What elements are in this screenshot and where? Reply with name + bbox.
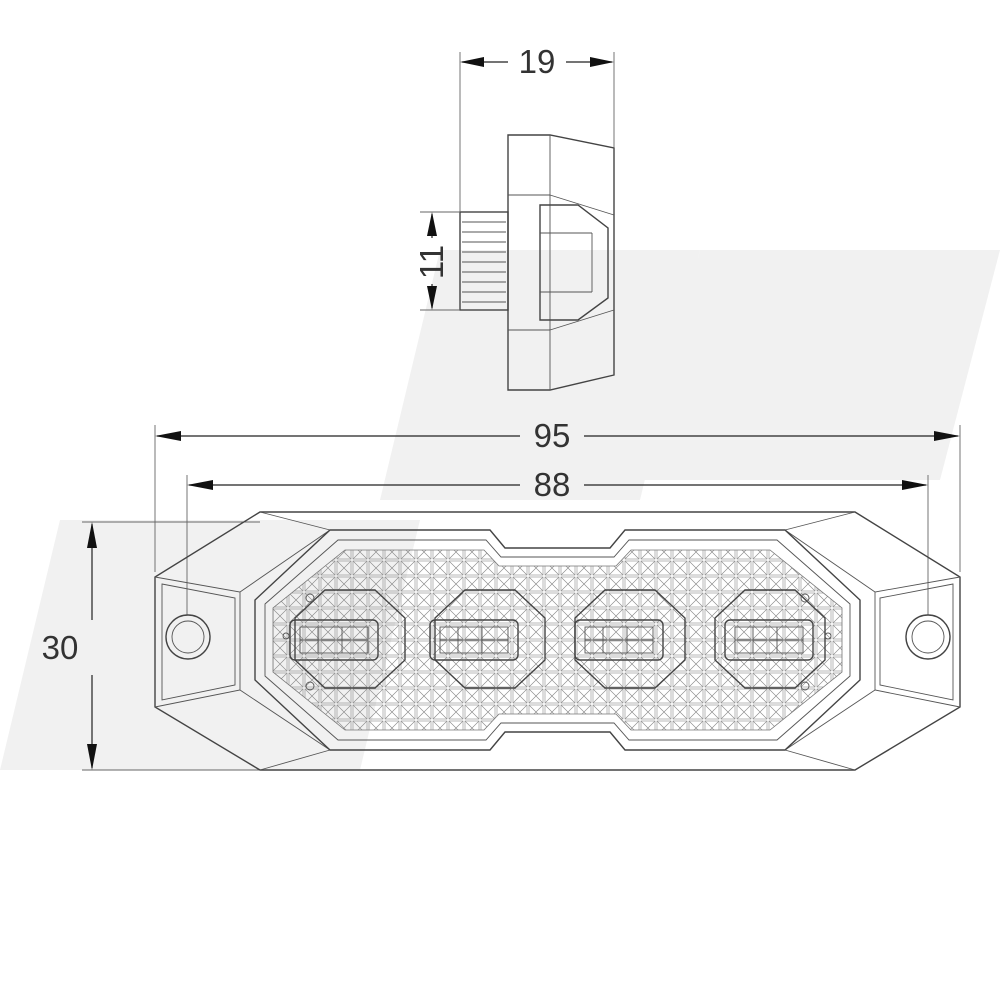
side-lens xyxy=(539,204,609,321)
led-module-3 xyxy=(574,589,686,689)
mounting-hole-left xyxy=(165,614,211,660)
lens-texture xyxy=(272,549,843,731)
side-view xyxy=(459,134,615,391)
side-boss-knurl xyxy=(462,221,506,303)
dimension-side-depth: 19 xyxy=(459,43,615,212)
dimension-side-boss: 11 xyxy=(413,211,460,311)
dim-label-side-boss: 11 xyxy=(413,245,450,279)
front-view xyxy=(154,511,961,771)
mounting-hole-right xyxy=(905,614,951,660)
dim-label-side-depth: 19 xyxy=(519,43,556,80)
lens-frame xyxy=(254,529,861,751)
dim-label-overall-length: 95 xyxy=(534,417,571,454)
dim-label-overall-height: 30 xyxy=(42,629,79,666)
dimension-hole-spacing: 88 xyxy=(186,466,929,615)
dim-label-hole-spacing: 88 xyxy=(534,466,571,503)
dimension-overall-length: 95 xyxy=(154,417,961,572)
led-module-1 xyxy=(289,589,406,689)
led-module-2 xyxy=(429,589,546,689)
led-module-4 xyxy=(714,589,826,689)
